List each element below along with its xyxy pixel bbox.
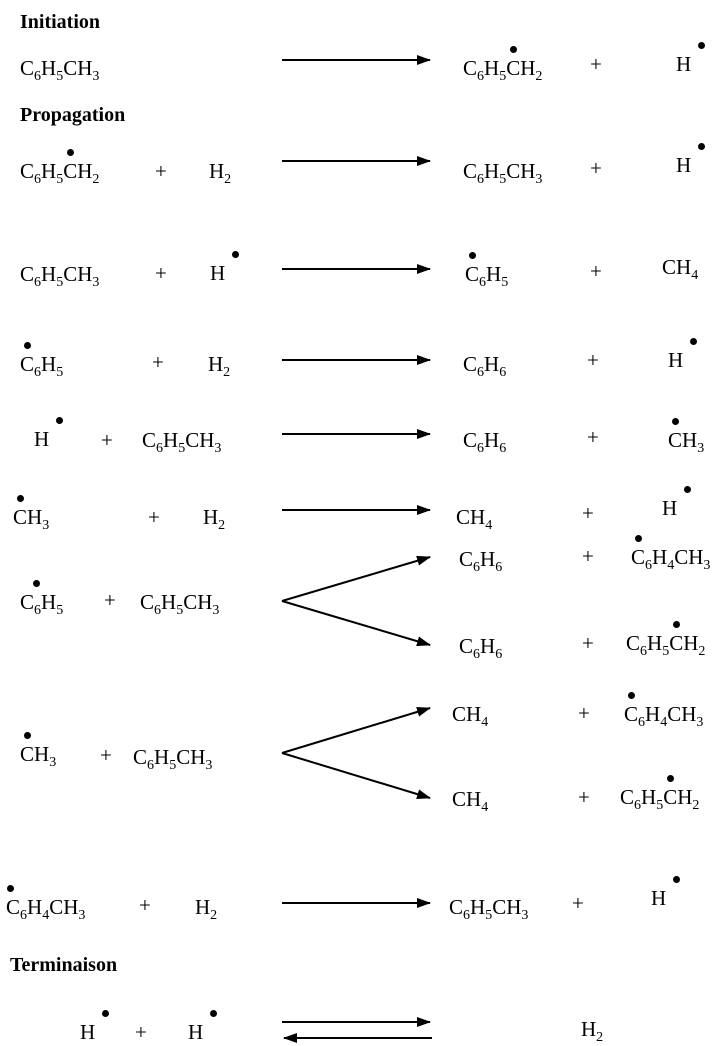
- plus-sign: +: [135, 1020, 147, 1044]
- branch-arrow-upper: [281, 706, 431, 754]
- radical-dot: [24, 342, 31, 349]
- species-hydrogen: H2: [581, 1017, 604, 1045]
- radical-dot: [24, 732, 31, 739]
- radical-dot: [684, 486, 692, 493]
- radical-dot: [33, 580, 40, 587]
- branch-arrow-upper: [281, 555, 431, 602]
- radical-dot: [56, 417, 64, 424]
- species-toluene: C6H5CH3: [142, 428, 222, 456]
- species-toluene: C6H5CH3: [20, 56, 100, 84]
- species-hydrogen-radical: H: [668, 338, 698, 371]
- heading-initiation: Initiation: [20, 11, 101, 33]
- species-benzene: C6H6: [459, 634, 503, 662]
- species-hydrogen: H2: [209, 159, 232, 187]
- plus-sign: +: [104, 588, 116, 612]
- species-hydrogen-radical: H: [210, 251, 240, 284]
- plus-sign: +: [139, 893, 151, 917]
- radical-dot: [510, 46, 518, 53]
- plus-sign: +: [152, 350, 164, 374]
- species-toluene: C6H5CH3: [133, 745, 213, 773]
- plus-sign: +: [590, 259, 602, 283]
- species-hydrogen-radical: H: [676, 42, 706, 75]
- branch-arrow-lower: [281, 752, 431, 800]
- species-benzene: C6H6: [463, 428, 507, 456]
- radical-dot: [635, 535, 642, 542]
- species-phenyl-radical: C6H5: [20, 342, 63, 380]
- radical-dot: [698, 42, 706, 49]
- species-methyl-radical: CH3: [13, 495, 49, 533]
- plus-sign: +: [582, 501, 594, 525]
- radical-dot: [628, 692, 635, 699]
- species-hydrogen-radical: H: [80, 1010, 110, 1043]
- radical-dot: [667, 775, 675, 782]
- species-hydrogen-radical: H: [34, 417, 64, 450]
- species-hydrogen: H2: [203, 505, 226, 533]
- radical-dot: [673, 621, 681, 628]
- species-tolyl-radical: C6H4CH3: [624, 692, 703, 730]
- plus-sign: +: [572, 891, 584, 915]
- species-hydrogen: H2: [195, 895, 218, 923]
- radical-dot: [17, 495, 24, 502]
- plus-sign: +: [100, 743, 112, 767]
- radical-dot: [469, 252, 476, 259]
- branch-arrow-lower: [281, 600, 431, 647]
- plus-sign: +: [582, 631, 594, 655]
- radical-dot: [232, 251, 240, 258]
- species-methyl-radical: CH3: [20, 732, 56, 770]
- species-toluene: C6H5CH3: [140, 590, 220, 618]
- species-hydrogen-radical: H: [676, 143, 706, 176]
- species-hydrogen-radical: H: [651, 876, 681, 909]
- species-methane: CH4: [452, 702, 489, 730]
- radical-dot: [102, 1010, 110, 1017]
- plus-sign: +: [155, 159, 167, 183]
- plus-sign: +: [148, 505, 160, 529]
- radical-dot: [7, 885, 14, 892]
- species-hydrogen-radical: H: [188, 1010, 218, 1043]
- plus-sign: +: [587, 425, 599, 449]
- species-methane: CH4: [456, 505, 493, 533]
- radical-dot: [690, 338, 698, 345]
- species-toluene: C6H5CH3: [449, 895, 529, 923]
- species-methyl-radical: CH3: [668, 418, 704, 456]
- radical-dot: [210, 1010, 218, 1017]
- plus-sign: +: [587, 348, 599, 372]
- species-methane: CH4: [662, 255, 699, 283]
- heading-propagation: Propagation: [20, 104, 126, 126]
- heading-termination: Terminaison: [10, 954, 118, 976]
- species-phenyl-radical: C6H5: [20, 580, 63, 618]
- plus-sign: +: [578, 701, 590, 725]
- species-tolyl-radical: C6H4CH3: [631, 535, 710, 573]
- plus-sign: +: [155, 261, 167, 285]
- plus-sign: +: [590, 156, 602, 180]
- species-methane: CH4: [452, 787, 489, 815]
- plus-sign: +: [582, 544, 594, 568]
- radical-dot: [672, 418, 679, 425]
- radical-dot: [673, 876, 681, 883]
- species-toluene: C6H5CH3: [20, 262, 100, 290]
- species-benzene: C6H6: [463, 352, 507, 380]
- species-hydrogen-radical: H: [662, 486, 692, 519]
- plus-sign: +: [101, 428, 113, 452]
- radical-dot: [698, 143, 706, 150]
- species-benzene: C6H6: [459, 547, 503, 575]
- species-hydrogen: H2: [208, 352, 231, 380]
- species-phenyl-radical: C6H5: [465, 252, 508, 290]
- plus-sign: +: [590, 52, 602, 76]
- species-toluene: C6H5CH3: [463, 159, 543, 187]
- radical-dot: [67, 149, 75, 156]
- species-tolyl-radical: C6H4CH3: [6, 885, 85, 923]
- plus-sign: +: [578, 785, 590, 809]
